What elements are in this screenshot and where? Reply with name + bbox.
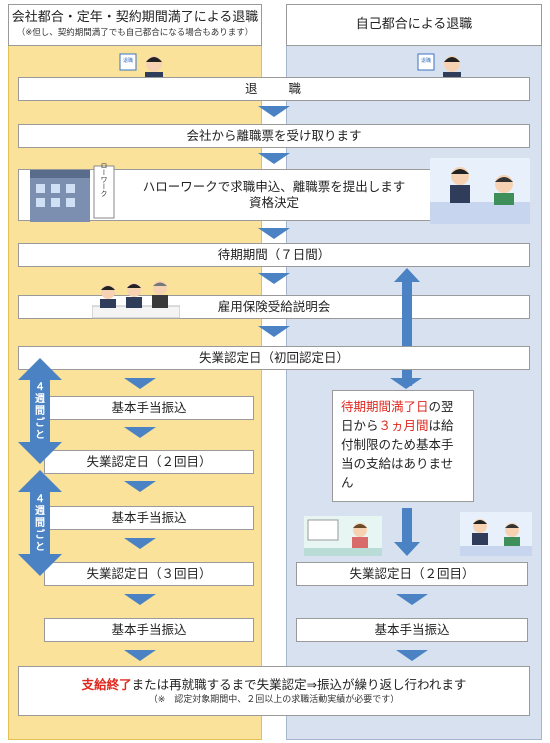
final-main-line: 支給終了または再就職するまで失業認定⇒振込が繰り返し行われます (82, 676, 467, 694)
arrow-down-icon (258, 228, 290, 239)
arrow-down-icon (258, 106, 290, 117)
step-receive-separation-slip: 会社から離職票を受け取ります (18, 124, 530, 148)
payment-end-text: 支給終了 (81, 676, 132, 692)
arrow-down-icon (124, 378, 156, 389)
company-reason-title: 会社都合・定年・契約期間満了による退職 (11, 10, 259, 25)
hello-work-building-illustration: ハローワーク (26, 155, 118, 222)
resignation-sign-text-right: 退職 (421, 57, 431, 64)
arrow-down-icon (124, 650, 156, 661)
arrow-down-icon (396, 594, 428, 605)
arrow-down-icon (258, 153, 290, 164)
consultation-illustration-right (460, 512, 532, 556)
left-payment-1: 基本手当振込 (44, 396, 254, 420)
self-reason-title: 自己都合による退職 (355, 17, 473, 32)
self-reason-header: 自己都合による退職 (286, 4, 542, 46)
arrow-down-icon (258, 326, 290, 337)
arrow-down-icon (390, 378, 422, 389)
final-repeat-note: 支給終了または再就職するまで失業認定⇒振込が繰り返し行われます （※ 認定対象期… (18, 666, 530, 716)
briefing-attendees-illustration (91, 276, 181, 320)
arrow-down-icon (124, 538, 156, 549)
office-worker-illustration (304, 516, 382, 556)
arrow-down-icon (396, 650, 428, 661)
right-payment: 基本手当振込 (296, 618, 528, 642)
left-certification-3: 失業認定日（３回目） (44, 562, 254, 586)
repeat-text: または再就職するまで失業認定⇒振込が繰り返し行われます (131, 676, 467, 692)
restriction-three-months-text: ３ヵ月間 (378, 418, 429, 433)
arrow-down-icon (124, 427, 156, 438)
job-search-requirement-note: （※ 認定対象期間中、２回以上の求職活動実績が必要です） (148, 694, 400, 705)
arrow-down-icon (258, 273, 290, 284)
hello-work-line-1: ハローワークで求職申込、離職票を提出します (142, 179, 406, 194)
step-waiting-period: 待期期間（７日間） (18, 243, 530, 267)
step-retire: 退 職 (18, 77, 530, 101)
left-payment-2: 基本手当振込 (44, 506, 254, 530)
arrow-down-icon (124, 594, 156, 605)
step-first-certification: 失業認定日（初回認定日） (18, 346, 530, 370)
restriction-next-day-text: の翌日から (341, 399, 454, 433)
four-weeks-label-1: ４週間ごと (35, 382, 45, 441)
left-certification-2: 失業認定日（２回目） (44, 450, 254, 474)
company-reason-header: 会社都合・定年・契約期間満了による退職 （※但し、契約期間満了でも自己都合になる… (8, 4, 262, 46)
restriction-no-payment-text: は給付制限のため基本手当の支給はありません (341, 418, 454, 490)
company-reason-note: （※但し、契約期間満了でも自己都合になる場合もあります） (16, 28, 254, 38)
right-certification-2: 失業認定日（２回目） (296, 562, 528, 586)
benefit-restriction-note: 待期期間満了日の翌日から３ヵ月間は給付制限のため基本手当の支給はありません (332, 390, 474, 502)
four-weeks-label-2: ４週間ごと (35, 494, 45, 553)
left-payment-3: 基本手当振込 (44, 618, 254, 642)
arrow-down-icon (124, 481, 156, 492)
hello-work-line-2: 資格決定 (248, 195, 299, 210)
four-weeks-interval-arrow-2: ４週間ごと (18, 470, 62, 576)
restriction-waiting-end-text: 待期期間満了日 (341, 399, 429, 414)
four-weeks-interval-arrow-1: ４週間ごと (18, 358, 62, 464)
resignation-sign-text-left: 退職 (123, 57, 133, 64)
hello-work-sign-text: ハローワーク (100, 162, 108, 197)
arrow-down-long-icon (394, 508, 420, 556)
counter-consultation-illustration (430, 158, 530, 224)
arrow-up-icon (394, 268, 420, 386)
